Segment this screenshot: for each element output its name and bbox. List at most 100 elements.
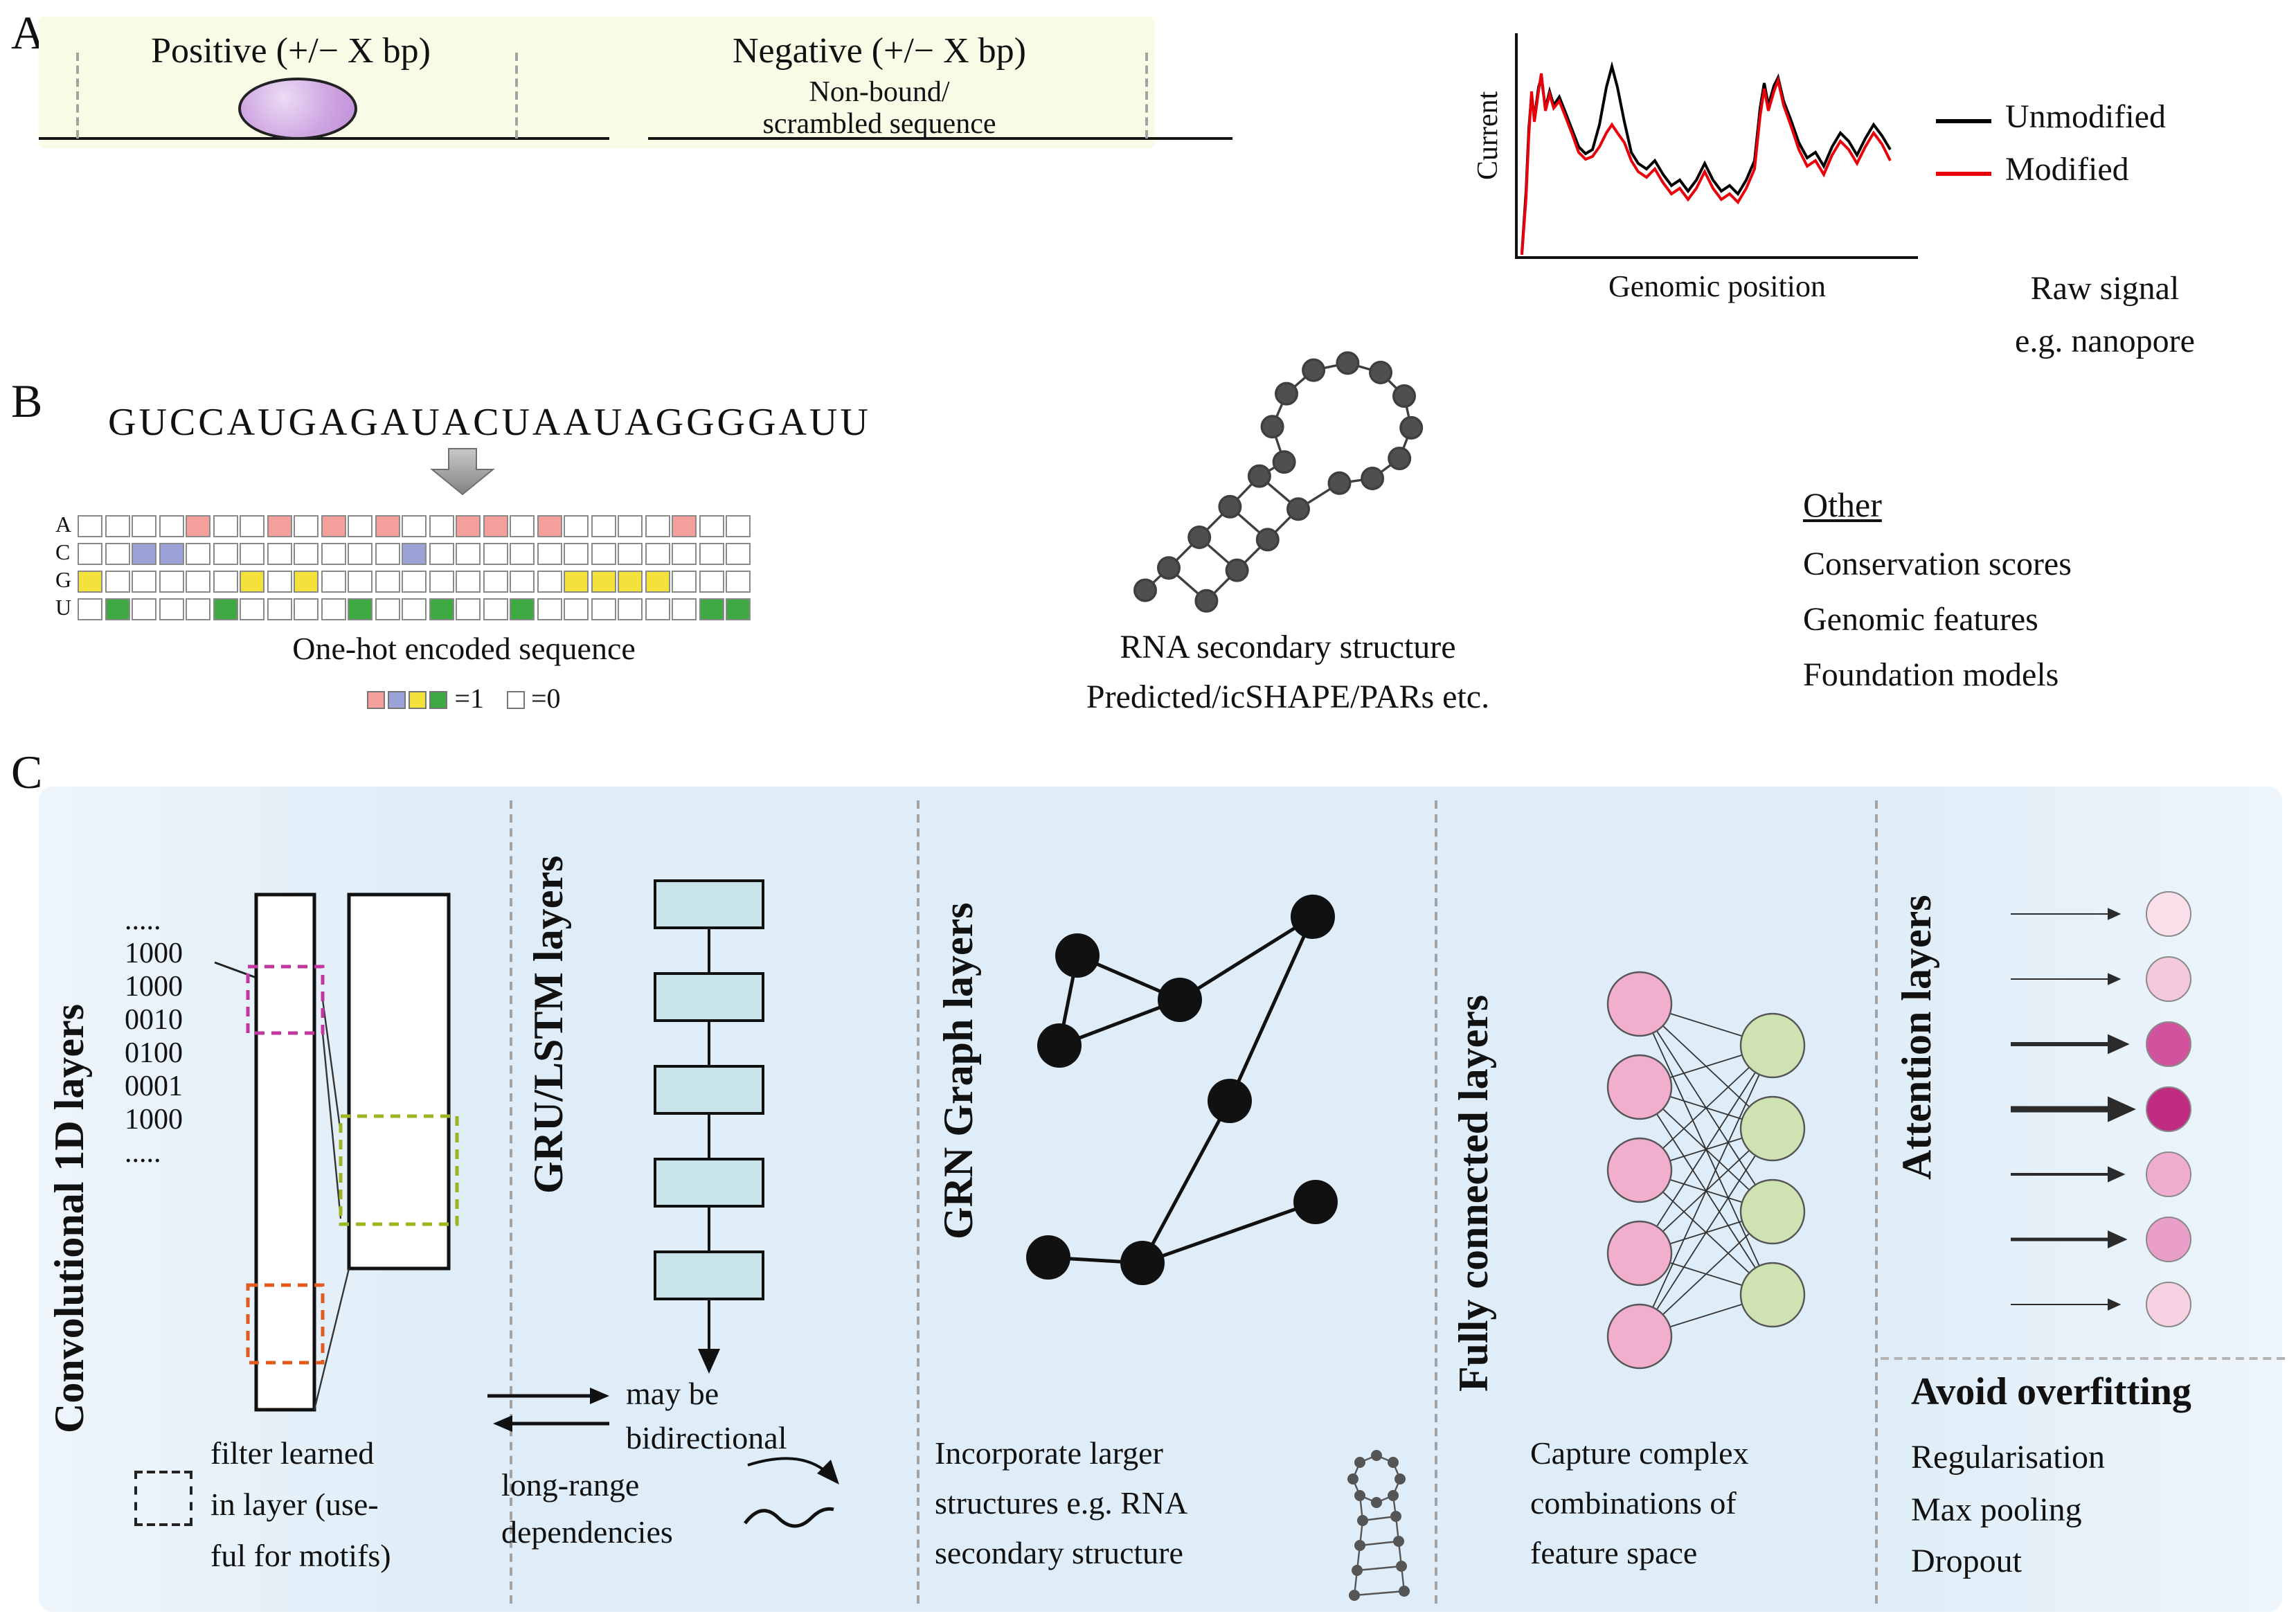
onehot-cell: [510, 543, 535, 565]
binary-row: 1000: [125, 969, 183, 1003]
gru-block: [654, 1065, 764, 1115]
onehot-cell: [645, 515, 670, 537]
negative-note-line2: scrambled sequence: [762, 107, 996, 140]
rna-caption-line2: Predicted/icSHAPE/PARs etc.: [1086, 680, 1490, 716]
grn-caption-line: structures e.g. RNA: [935, 1486, 1188, 1521]
attention-row: [2011, 1021, 2191, 1067]
squiggle-arrow-icon: [744, 1457, 839, 1528]
onehot-cell: [348, 571, 373, 593]
legend-color-swatch: [409, 691, 427, 709]
positive-title: Positive (+/− X bp): [151, 30, 431, 71]
fc-output-node: [1739, 1262, 1806, 1328]
legend-color-swatch: [367, 691, 386, 709]
onehot-cell: [375, 543, 400, 565]
grn-caption-line: secondary structure: [935, 1536, 1183, 1570]
onehot-cell: [591, 598, 616, 620]
grn-caption-line: Incorporate larger: [935, 1436, 1163, 1471]
onehot-cell: [564, 598, 589, 620]
onehot-cell: [483, 598, 508, 620]
column-separator: [917, 800, 920, 1604]
onehot-cell: [294, 571, 319, 593]
negative-title: Negative (+/− X bp): [733, 30, 1026, 71]
onehot-cell: [321, 571, 346, 593]
gru-block: [654, 879, 764, 929]
onehot-cell: [240, 515, 264, 537]
onehot-cell: [348, 543, 373, 565]
onehot-cell: [132, 571, 156, 593]
attn-title: Attention layers: [1894, 895, 1940, 1180]
onehot-cell: [213, 515, 237, 537]
attention-row: [2011, 1282, 2191, 1327]
onehot-cell: [456, 598, 481, 620]
onehot-cell: [159, 571, 183, 593]
graph-node: [1208, 1079, 1252, 1123]
conv-input-column: [254, 893, 316, 1412]
onehot-cell: [159, 543, 183, 565]
onehot-cell: [213, 598, 237, 620]
fc-input-node: [1606, 971, 1673, 1037]
onehot-cell: [402, 598, 427, 620]
onehot-cell: [483, 543, 508, 565]
column-separator: [1875, 800, 1878, 1604]
filter-window-magenta: [246, 965, 325, 1035]
legend-zero-label: =0: [531, 684, 561, 715]
chart-xlabel: Genomic position: [1608, 269, 1827, 303]
panel-b-label: B: [11, 377, 43, 428]
onehot-cell: [375, 571, 400, 593]
onehot-cell: [78, 598, 102, 620]
onehot-cell: [348, 598, 373, 620]
graph-node: [1291, 895, 1335, 939]
onehot-cell: [699, 515, 724, 537]
legend-color-swatch: [388, 691, 406, 709]
bidirectional-arrows-icon: [487, 1388, 609, 1432]
onehot-cell: [294, 515, 319, 537]
attention-row: [2011, 891, 2191, 937]
onehot-cell: [564, 543, 589, 565]
binary-row: 0001: [125, 1069, 183, 1102]
onehot-cell: [564, 571, 589, 593]
onehot-legend: =1 =0: [159, 684, 769, 716]
onehot-cell: [78, 571, 102, 593]
onehot-cell: [699, 571, 724, 593]
onehot-cell: [402, 543, 427, 565]
onehot-cell: [240, 598, 264, 620]
legend-one-label: =1: [454, 684, 484, 715]
panel-c-label: C: [11, 748, 43, 799]
onehot-cell: [267, 543, 292, 565]
onehot-row-label: G: [55, 569, 72, 593]
attention-row: [2011, 1151, 2191, 1197]
onehot-row: U: [55, 595, 753, 623]
chart-ylabel: Current: [1471, 91, 1504, 180]
onehot-cell: [321, 515, 346, 537]
fc-output-node: [1739, 1012, 1806, 1079]
gru-note-line: dependencies: [501, 1515, 673, 1550]
gru-stack-icon: [654, 879, 764, 1374]
graph-node: [1120, 1241, 1165, 1285]
binary-dots: .....: [125, 903, 161, 936]
fc-input-node: [1606, 1303, 1673, 1370]
overfit-title: Avoid overfitting: [1911, 1371, 2191, 1414]
onehot-cell: [78, 515, 102, 537]
binary-dots: .....: [125, 1136, 161, 1169]
onehot-cell: [132, 543, 156, 565]
gru-block: [654, 1250, 764, 1300]
rna-structure-icon: [1133, 351, 1424, 613]
binary-row: 1000: [125, 936, 183, 969]
attention-node: [2146, 1021, 2191, 1067]
onehot-cell: [618, 598, 643, 620]
attention-node: [2146, 956, 2191, 1002]
legend-swatch-modified: [1936, 172, 1991, 176]
overfit-divider: [1881, 1357, 2285, 1360]
column-separator: [510, 800, 512, 1604]
onehot-cell: [591, 515, 616, 537]
column-separator: [1435, 800, 1437, 1604]
window-boundary-dash: [76, 53, 79, 138]
onehot-row: C: [55, 540, 753, 568]
graph-node: [1055, 933, 1100, 978]
onehot-cell: [186, 543, 210, 565]
onehot-cell: [456, 571, 481, 593]
onehot-cell: [267, 571, 292, 593]
positive-baseline: [39, 137, 609, 140]
binary-row: 0010: [125, 1003, 183, 1036]
onehot-cell: [429, 515, 454, 537]
